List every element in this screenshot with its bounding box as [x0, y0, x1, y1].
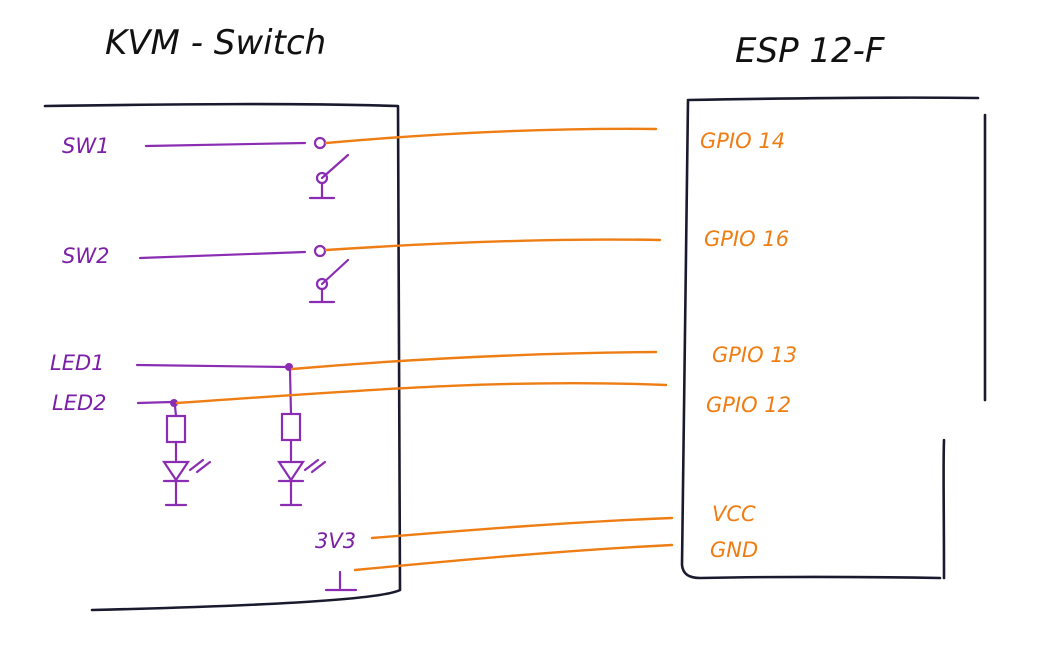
kvm-ground-symbol	[324, 570, 358, 592]
kvm-switch-title: KVM - Switch	[105, 23, 326, 63]
connection-led2-gpio12	[175, 381, 668, 405]
connection-gnd	[353, 543, 674, 572]
led1-label: LED1	[50, 351, 105, 375]
esp-module-title: ESP 12-F	[735, 31, 885, 71]
sw1-switch-terminal-top	[313, 136, 327, 150]
led2-wire	[136, 400, 174, 405]
gpio14-label: GPIO 14	[700, 129, 785, 153]
connection-sw2-gpio16	[324, 238, 662, 252]
sw2-label: SW2	[62, 244, 109, 268]
connection-3v3-vcc	[370, 516, 674, 540]
sw2-switch-terminal-top	[313, 244, 327, 258]
vcc-label: VCC	[712, 502, 756, 526]
led2-resistor	[165, 414, 187, 444]
connection-led1-gpio13	[290, 350, 658, 371]
gpio12-label: GPIO 12	[706, 393, 791, 417]
gpio16-label: GPIO 16	[704, 227, 789, 251]
esp-module-box	[680, 96, 987, 580]
led1-resistor-lead	[288, 368, 293, 416]
led2-label: LED2	[52, 391, 107, 415]
sw2-ground-symbol	[308, 287, 336, 304]
gnd-label: GND	[710, 538, 758, 562]
led2-light-arrows	[188, 458, 212, 474]
sw1-ground-symbol	[308, 181, 336, 200]
led1-light-arrows	[303, 458, 327, 474]
led1-resistor	[280, 412, 302, 442]
kvm-switch-box	[43, 102, 402, 612]
sw1-wire	[144, 141, 307, 148]
connection-sw1-gpio14	[324, 127, 658, 145]
led1-wire	[135, 363, 290, 369]
sw2-wire	[138, 250, 307, 260]
led1-diode	[276, 438, 306, 507]
led2-diode	[161, 440, 191, 507]
gpio13-label: GPIO 13	[712, 343, 797, 367]
v33-label: 3V3	[315, 529, 356, 553]
led2-resistor-lead	[173, 404, 178, 418]
sw1-label: SW1	[62, 134, 109, 158]
led2-junction	[170, 399, 178, 407]
